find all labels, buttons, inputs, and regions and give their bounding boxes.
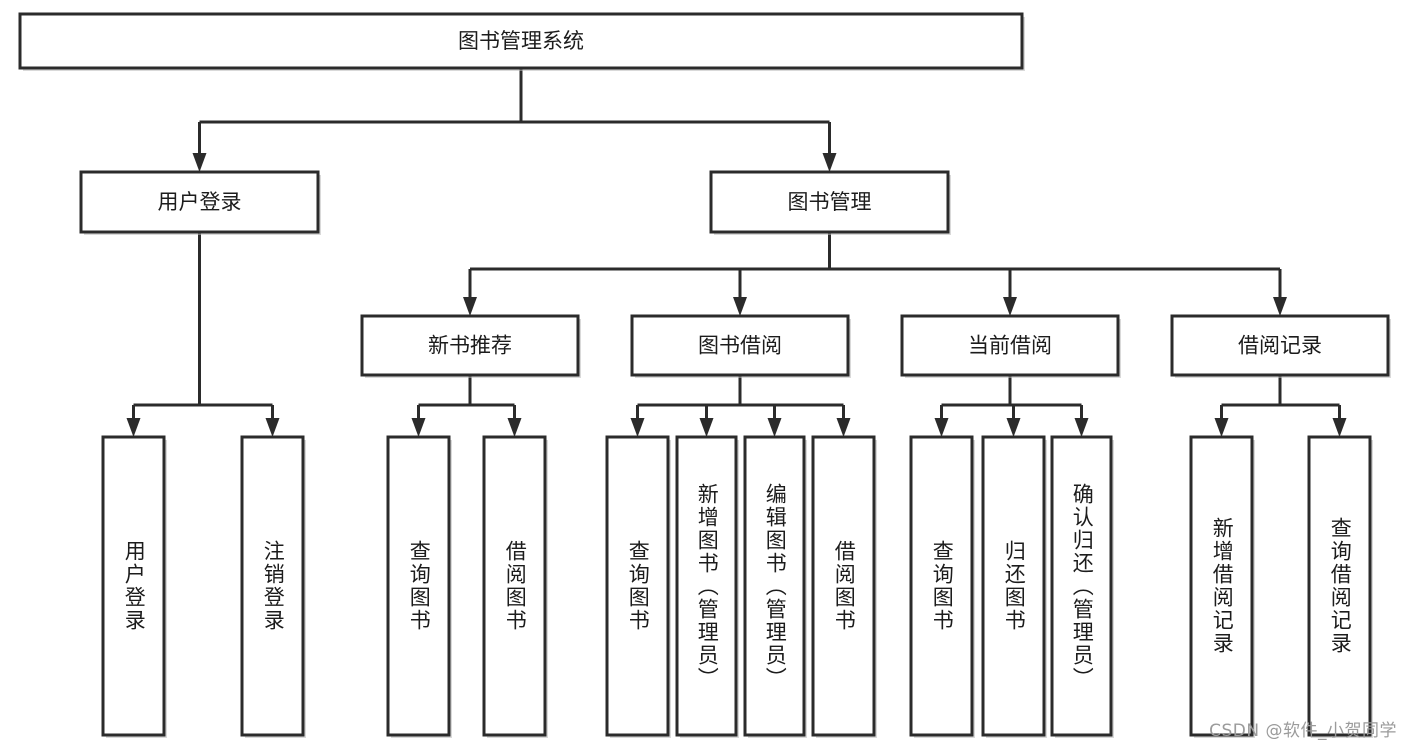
arrow-to-leaf-confirm-return: [1074, 418, 1089, 437]
node-label-user-login: 用户登录: [158, 190, 242, 214]
arrow-to-leaf-return-book: [1006, 418, 1021, 437]
arrow-to-leaf-edit-book: [767, 418, 782, 437]
node-box-leaf-add-book[interactable]: [675, 435, 738, 737]
node-box-borrow-record[interactable]: [1170, 314, 1390, 377]
node-box-new-book-recommend[interactable]: [360, 314, 580, 377]
node-label-borrow-record: 借阅记录: [1238, 334, 1322, 358]
arrow-to-leaf-user-login: [126, 418, 141, 437]
arrow-to-book-management: [822, 153, 837, 172]
node-box-user-login[interactable]: [79, 170, 320, 234]
node-label-root: 图书管理系统: [458, 29, 584, 53]
node-box-leaf-query-book-1[interactable]: [386, 435, 451, 737]
node-box-leaf-return-book[interactable]: [981, 435, 1046, 737]
node-box-leaf-borrow-book-2[interactable]: [811, 435, 876, 737]
arrow-to-leaf-borrow-book-1: [507, 418, 522, 437]
arrow-to-leaf-query-book-3: [934, 418, 949, 437]
node-box-root[interactable]: [18, 12, 1024, 70]
node-box-leaf-query-record[interactable]: [1307, 435, 1372, 737]
node-label-book-management: 图书管理: [788, 190, 872, 214]
node-box-leaf-query-book-3[interactable]: [909, 435, 974, 737]
arrow-to-leaf-borrow-book-2: [836, 418, 851, 437]
node-box-current-borrow[interactable]: [900, 314, 1120, 377]
node-box-leaf-user-logout[interactable]: [240, 435, 305, 737]
box-layer: [18, 12, 1391, 738]
node-box-leaf-add-record[interactable]: [1189, 435, 1254, 737]
node-box-book-management[interactable]: [709, 170, 950, 234]
node-label-current-borrow: 当前借阅: [968, 334, 1052, 358]
node-box-leaf-borrow-book-1[interactable]: [482, 435, 547, 737]
node-label-book-borrow: 图书借阅: [698, 334, 782, 358]
node-box-leaf-user-login[interactable]: [101, 435, 166, 737]
arrow-to-leaf-query-book-2: [630, 418, 645, 437]
arrow-to-leaf-add-record: [1214, 418, 1229, 437]
node-box-leaf-query-book-2[interactable]: [605, 435, 670, 737]
arrow-to-borrow-record: [1273, 297, 1287, 316]
node-box-leaf-confirm-return[interactable]: [1050, 435, 1113, 737]
arrow-to-leaf-add-book: [699, 418, 714, 437]
node-box-leaf-edit-book[interactable]: [743, 435, 806, 737]
node-label-new-book-recommend: 新书推荐: [428, 334, 512, 358]
arrow-to-current-borrow: [1003, 297, 1017, 316]
arrow-to-leaf-query-book-1: [411, 418, 426, 437]
watermark: CSDN @软件_小贺同学: [1209, 721, 1397, 741]
arrow-to-user-login: [192, 153, 207, 172]
arrow-to-new-book-recommend: [463, 297, 477, 316]
arrow-to-leaf-query-record: [1332, 418, 1347, 437]
connector-layer: [126, 68, 1347, 437]
arrow-to-book-borrow: [733, 297, 747, 316]
arrow-to-leaf-user-logout: [265, 418, 280, 437]
node-box-book-borrow[interactable]: [630, 314, 850, 377]
